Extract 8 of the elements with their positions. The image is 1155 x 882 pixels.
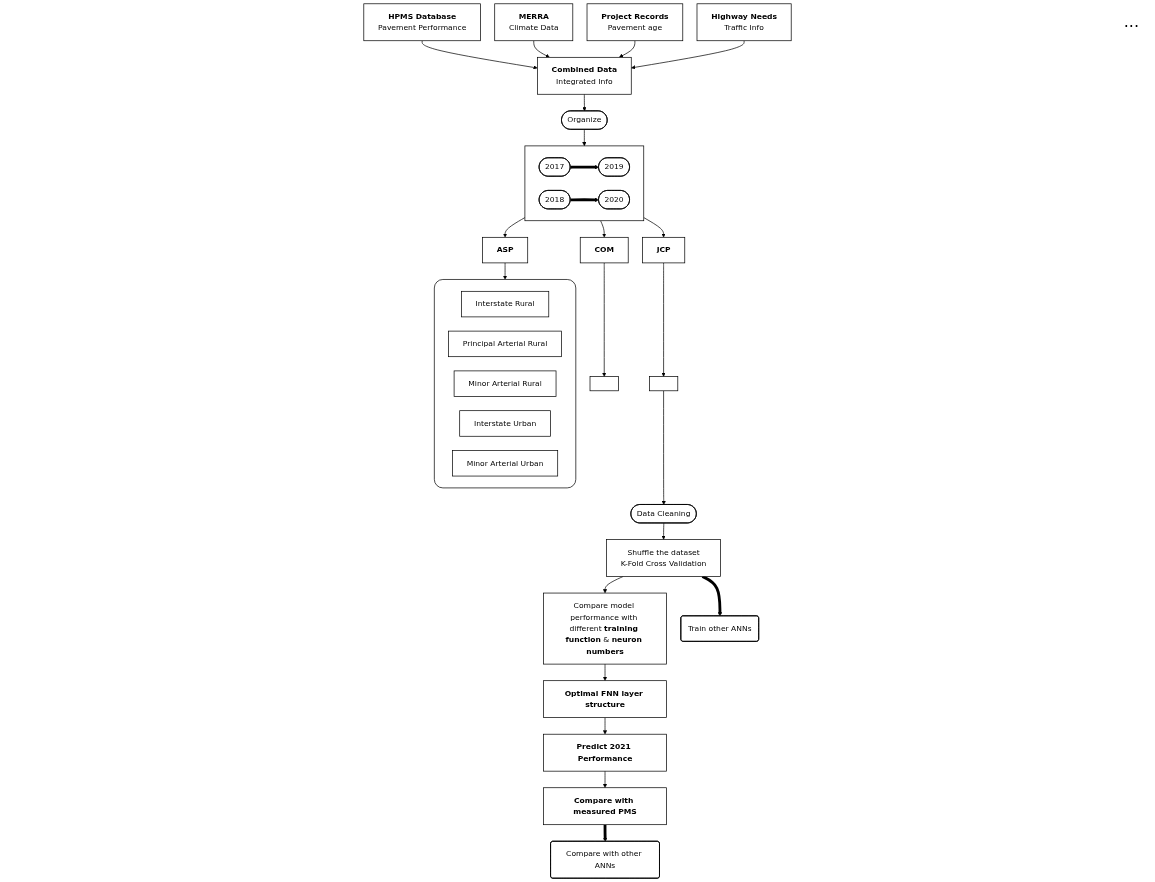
node-box — [649, 376, 679, 392]
cluster — [524, 145, 645, 222]
arrow — [570, 165, 599, 170]
cluster — [434, 279, 577, 489]
arrow — [570, 197, 599, 202]
ellipsis-note: ... — [1123, 12, 1139, 31]
arrow — [701, 575, 723, 617]
node-box — [589, 376, 619, 392]
